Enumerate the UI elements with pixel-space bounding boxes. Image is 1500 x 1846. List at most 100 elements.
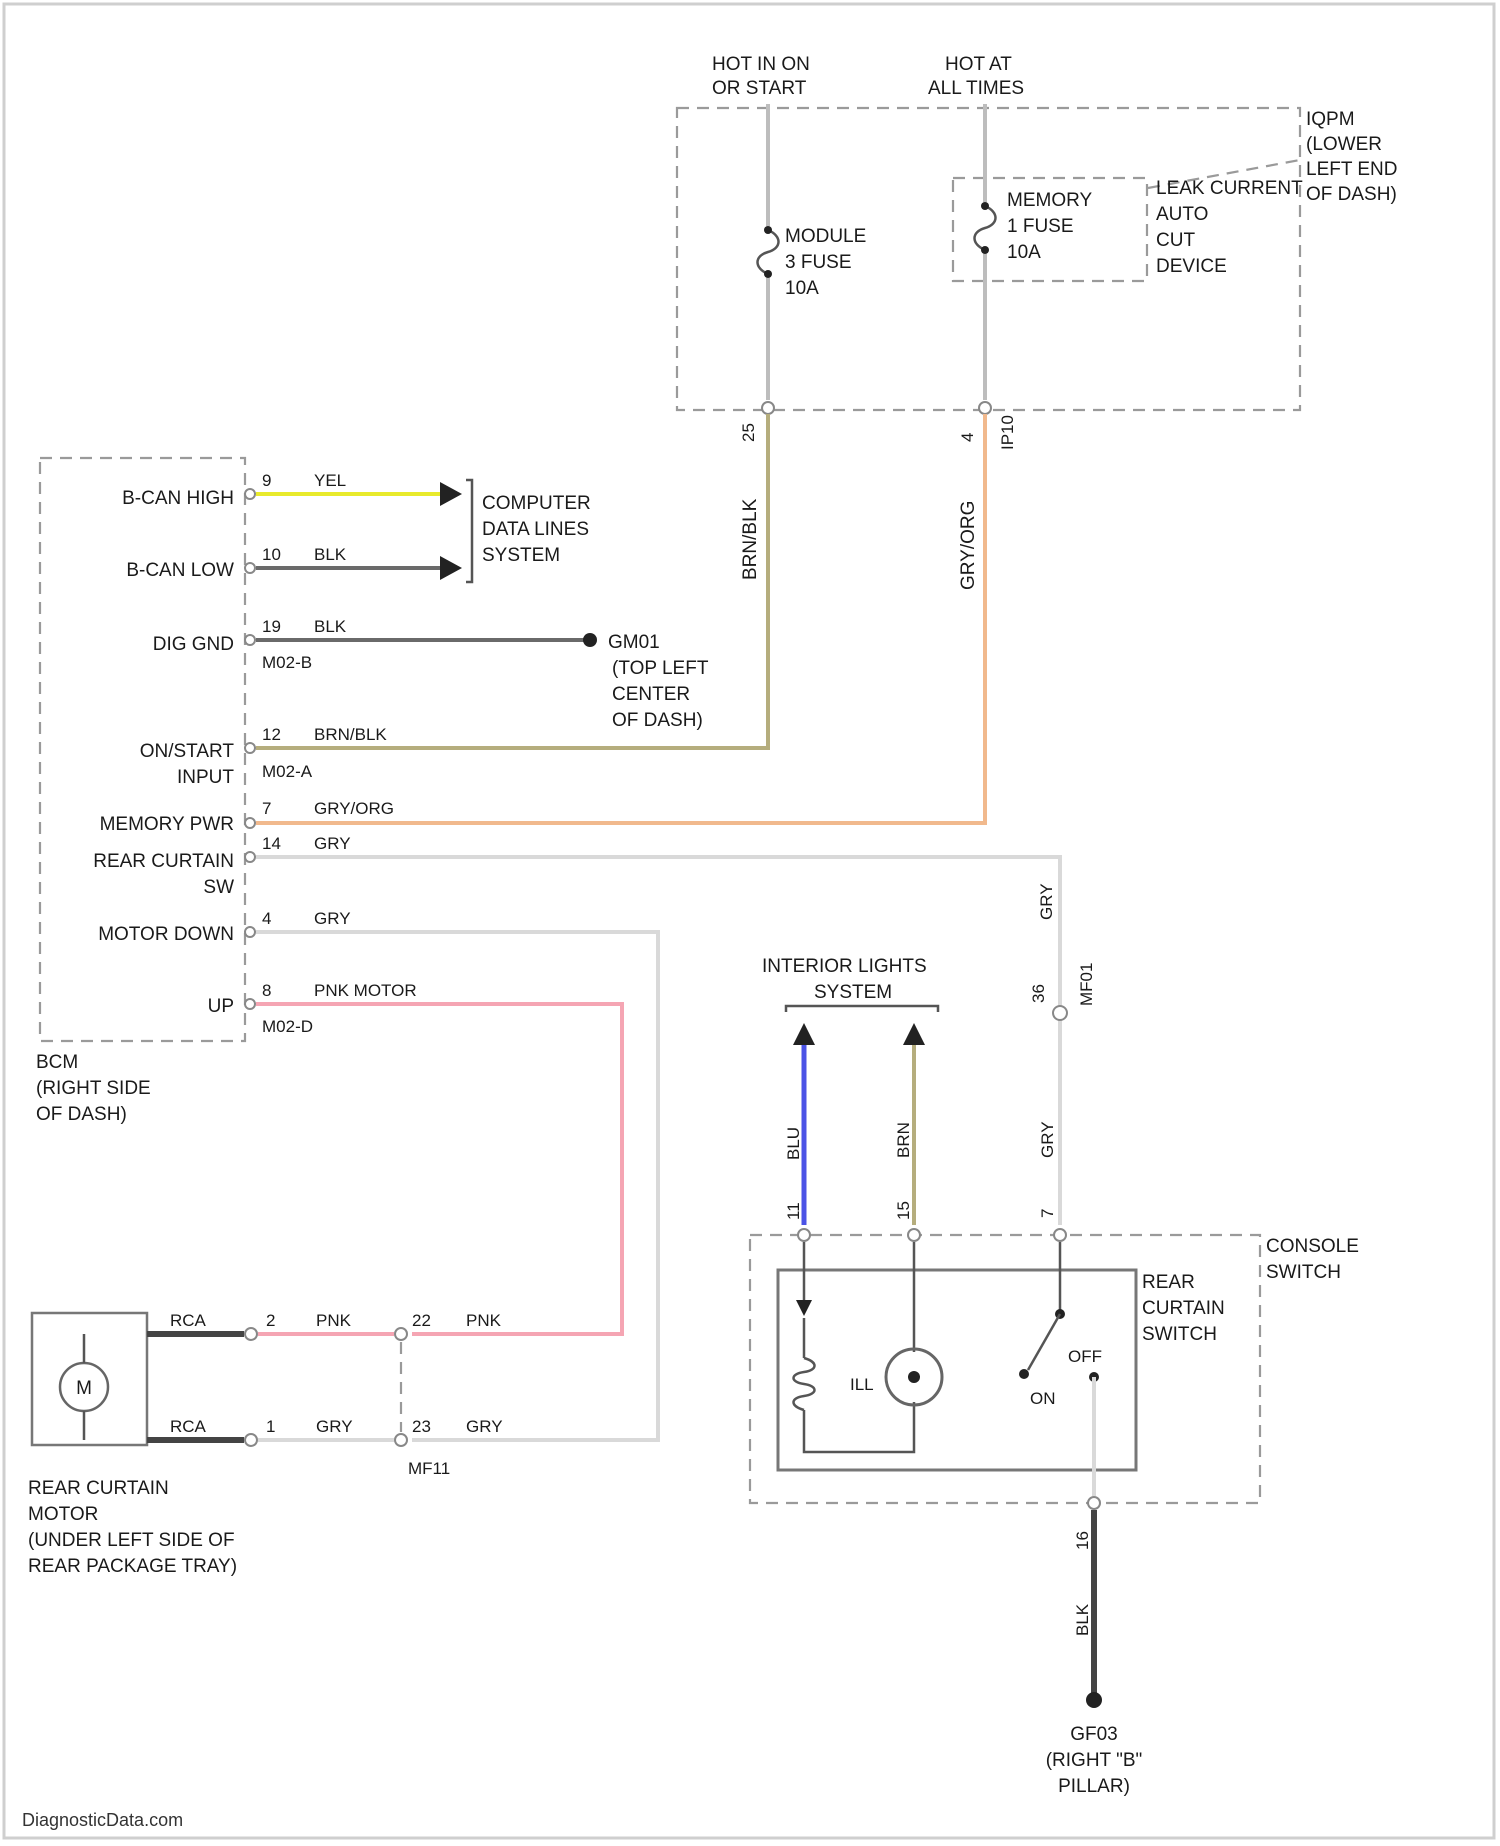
ill-label: ILL — [850, 1375, 874, 1394]
motor-up-color: PNK MOTOR — [314, 981, 417, 1000]
rca-upper-label: RCA — [170, 1311, 207, 1330]
ground-gm01-loc-3: OF DASH) — [612, 710, 703, 731]
motor-pin-gry: 1 — [266, 1417, 275, 1436]
dig-gnd-color: BLK — [314, 617, 347, 636]
pin-gry-label: 7 — [1038, 1209, 1057, 1218]
rear-curtain-color: GRY — [314, 834, 351, 853]
motor-label-3: (UNDER LEFT SIDE OF — [28, 1530, 235, 1551]
iqpm-conn-gry: IP10 — [998, 415, 1017, 450]
bcan-high-pin: 9 — [262, 471, 271, 490]
ground-gf03-loc-2: PILLAR) — [1058, 1776, 1130, 1797]
leak-device-label-2: AUTO — [1156, 204, 1208, 225]
ground-gm01-id: GM01 — [608, 632, 660, 653]
mf01-label: MF01 — [1077, 963, 1096, 1006]
module-fuse-label-3: 10A — [785, 278, 819, 299]
bcan-high-color: YEL — [314, 471, 346, 490]
leak-device-label-4: DEVICE — [1156, 256, 1227, 277]
hot-in-on-label-2: OR START — [712, 78, 807, 99]
gry-org-label: GRY/ORG — [958, 501, 979, 590]
gry-org-wire — [256, 414, 985, 823]
console-switch-label-2: SWITCH — [1266, 1262, 1341, 1283]
computer-data-label: COMPUTER — [482, 493, 591, 514]
motor-down-pin: 4 — [262, 909, 271, 928]
motor-up-wire — [256, 1004, 622, 1334]
rear-curtain-switch-label-2: CURTAIN — [1142, 1298, 1225, 1319]
motor-label-2: MOTOR — [28, 1504, 98, 1525]
brn-blk-label: BRN/BLK — [740, 498, 761, 580]
diode-icon — [796, 1300, 812, 1316]
bcm-title-2: (RIGHT SIDE — [36, 1078, 151, 1099]
interior-brn-arrow — [903, 1023, 925, 1045]
iqpm-title: IQPM — [1306, 109, 1355, 130]
bcm-pin-label-on-start: ON/START — [140, 741, 235, 762]
bcan-high-arrow — [440, 482, 462, 506]
interior-lights-bracket — [786, 1006, 938, 1012]
resistor-icon — [794, 1358, 815, 1410]
leak-device-label-3: CUT — [1156, 230, 1195, 251]
module-fuse-label: MODULE — [785, 226, 866, 247]
bcan-low-pin: 10 — [262, 545, 281, 564]
bcm-pin-label-motor-down: MOTOR DOWN — [98, 924, 234, 945]
brn-blk-wire — [256, 414, 768, 748]
motor-down-color: GRY — [314, 909, 351, 928]
interior-blu-arrow — [793, 1023, 815, 1045]
iqpm-pin-brn: 25 — [739, 423, 758, 442]
bcan-low-color: BLK — [314, 545, 347, 564]
motor-up-pin: 8 — [262, 981, 271, 1000]
iqpm-title-3: LEFT END — [1306, 159, 1398, 180]
splice-pnk-color: PNK — [466, 1311, 502, 1330]
pin-blu-label: 11 — [784, 1202, 803, 1220]
bcm-pin-label-memory-pwr: MEMORY PWR — [100, 814, 234, 835]
pin-36-label: 36 — [1029, 984, 1048, 1003]
hot-in-on-label: HOT IN ON — [712, 54, 810, 75]
interior-lights-label-2: SYSTEM — [814, 982, 892, 1003]
leak-device-label: LEAK CURRENT — [1156, 178, 1303, 199]
iqpm-title-4: OF DASH) — [1306, 184, 1397, 205]
dig-gnd-conn: M02-B — [262, 653, 312, 672]
bcm-title: BCM — [36, 1052, 78, 1073]
on-start-pin: 12 — [262, 725, 281, 744]
bcm-pin-label-dig-gnd: DIG GND — [153, 634, 234, 655]
bcm-pin-label-up: UP — [208, 996, 234, 1017]
gry-upper-label: GRY — [1037, 883, 1056, 920]
ground-gf03-icon — [1086, 1692, 1102, 1708]
motor-color-gry: GRY — [316, 1417, 353, 1436]
memory-pwr-color: GRY/ORG — [314, 799, 394, 818]
diode-wire — [804, 1242, 914, 1452]
memory-fuse-label: MEMORY — [1007, 190, 1092, 211]
motor-color-pnk: PNK — [316, 1311, 352, 1330]
switch-blade-icon — [1028, 1314, 1060, 1370]
bcm-pin-label-rear-curtain-2: SW — [203, 877, 234, 898]
hot-at-label: HOT AT — [945, 54, 1012, 75]
bcm-title-3: OF DASH) — [36, 1104, 127, 1125]
bcm-pin-label-on-start-2: INPUT — [177, 767, 234, 788]
motor-down-wire — [256, 932, 658, 1440]
motor-pin-pnk: 2 — [266, 1311, 275, 1330]
on-label: ON — [1030, 1389, 1056, 1408]
rear-curtain-switch-label: REAR — [1142, 1272, 1195, 1293]
splice-gry-color: GRY — [466, 1417, 503, 1436]
off-label: OFF — [1068, 1347, 1102, 1366]
motor-label: REAR CURTAIN — [28, 1478, 169, 1499]
bcan-low-arrow — [440, 556, 462, 580]
dig-gnd-pin: 19 — [262, 617, 281, 636]
rear-curtain-switch-box — [778, 1270, 1136, 1470]
computer-data-bracket — [466, 480, 472, 582]
rca-lower-label: RCA — [170, 1417, 207, 1436]
memory-fuse-symbol — [975, 206, 996, 250]
rear-curtain-switch-label-3: SWITCH — [1142, 1324, 1217, 1345]
bcm-pin-marks — [245, 489, 255, 1009]
interior-lights-label: INTERIOR LIGHTS — [762, 956, 927, 977]
watermark: DiagnosticData.com — [22, 1810, 183, 1830]
blu-label: BLU — [784, 1127, 803, 1160]
on-start-color: BRN/BLK — [314, 725, 387, 744]
hot-at-label-2: ALL TIMES — [928, 78, 1024, 99]
ground-gm01-loc: (TOP LEFT — [612, 658, 709, 679]
ground-gm01-icon — [583, 633, 597, 647]
bcm-pin-label-bcan-low: B-CAN LOW — [126, 560, 234, 581]
motor-symbol: M — [76, 1378, 92, 1399]
motor-up-conn: M02-D — [262, 1017, 313, 1036]
mf01-connector — [1053, 1006, 1067, 1020]
computer-data-label-3: SYSTEM — [482, 545, 560, 566]
